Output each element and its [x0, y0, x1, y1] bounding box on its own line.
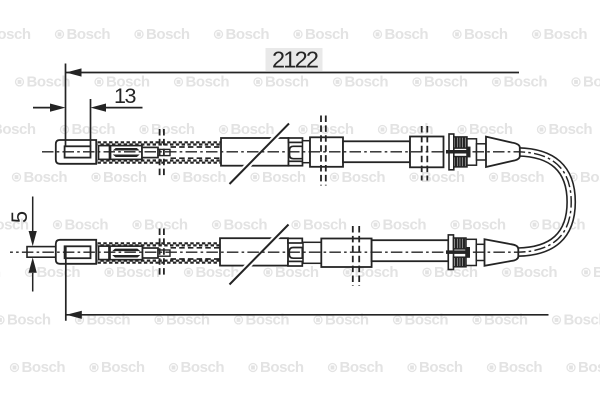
- svg-text:2122: 2122: [272, 47, 319, 73]
- svg-text:5: 5: [7, 211, 32, 223]
- svg-text:13: 13: [114, 84, 137, 108]
